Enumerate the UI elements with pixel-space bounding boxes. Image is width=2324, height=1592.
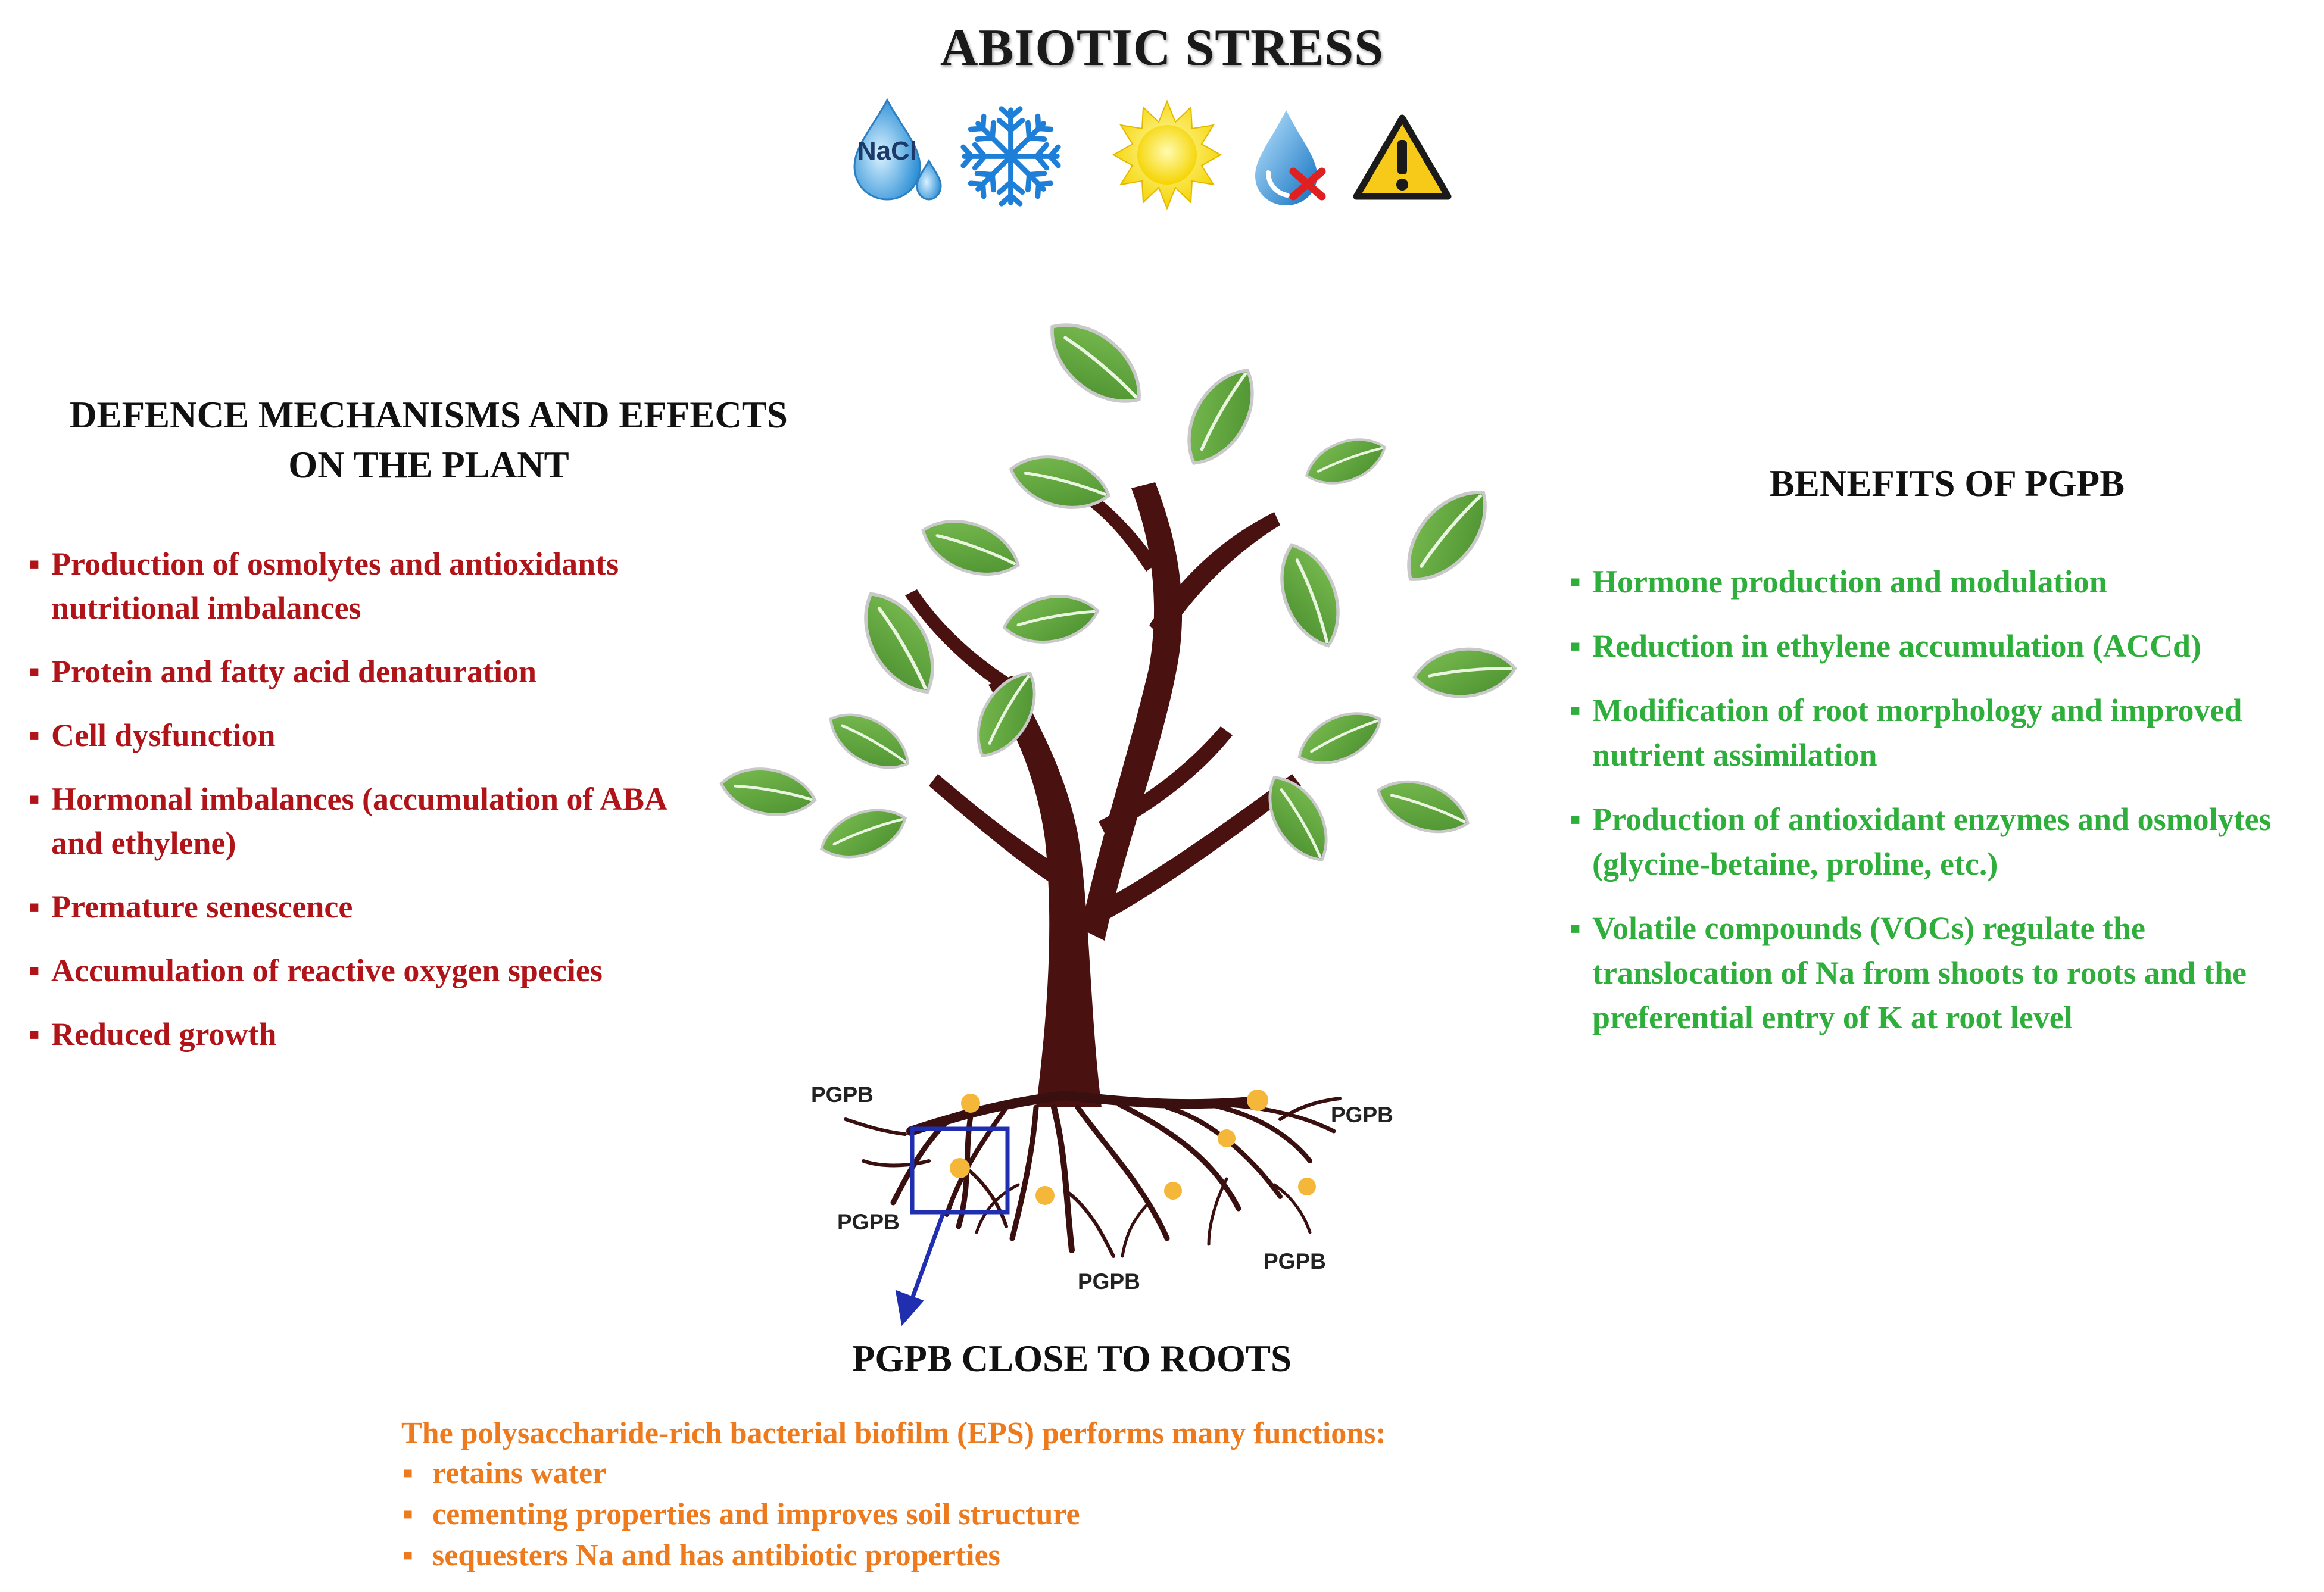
list-item: Protein and fatty acid denaturation: [29, 650, 707, 694]
pgpb-label: PGPB: [1331, 1103, 1393, 1127]
list-item: cementing properties and improves soil s…: [403, 1494, 1355, 1535]
list-item: Cell dysfunction: [29, 713, 707, 757]
bacteria-dot: [1247, 1090, 1268, 1111]
bacteria-dot: [1035, 1186, 1055, 1205]
list-item: Accumulation of reactive oxygen species: [29, 948, 707, 992]
bacteria-dot: [1218, 1129, 1236, 1147]
pgpb-label: PGPB: [837, 1210, 900, 1234]
eps-intro: The polysaccharide-rich bacterial biofil…: [401, 1416, 1386, 1450]
pgpb-label: PGPB: [1078, 1269, 1140, 1294]
nacl-label: NaCl: [857, 136, 917, 166]
bacteria-dot: [961, 1094, 980, 1113]
bacteria-dot: [1298, 1178, 1316, 1195]
salt-drop-icon: NaCl: [853, 98, 942, 201]
pgpb-label: PGPB: [811, 1082, 874, 1107]
list-item: Premature senescence: [29, 885, 707, 929]
pgpb-label: PGPB: [1264, 1249, 1326, 1273]
tree-illustration: [685, 274, 1548, 1326]
list-item: Hormonal imbalances (accumulation of ABA…: [29, 777, 707, 865]
bacteria-dot: [950, 1158, 970, 1178]
list-item: sequesters Na and has antibiotic propert…: [403, 1535, 1355, 1576]
highlight-box: [910, 1126, 1010, 1215]
defence-heading-line1: DEFENCE MECHANISMS AND EFFECTS: [70, 394, 788, 436]
benefits-list: Hormone production and modulation Reduct…: [1570, 560, 2314, 1060]
warning-icon: [1353, 114, 1452, 200]
page-title: ABIOTIC STRESS: [940, 19, 1384, 77]
arrow-icon: [895, 1210, 946, 1326]
list-item: retains water: [403, 1453, 1355, 1494]
roots-heading: PGPB CLOSE TO ROOTS: [851, 1338, 1292, 1379]
list-item: Reduced growth: [29, 1012, 707, 1056]
no-water-drop-icon: [1255, 110, 1326, 205]
list-item: Reduction in ethylene accumulation (ACCd…: [1570, 624, 2314, 669]
list-item: Production of osmolytes and antioxidants…: [29, 542, 707, 630]
sun-icon: [1112, 99, 1222, 210]
benefits-heading: BENEFITS OF PGPB: [1769, 463, 2125, 504]
list-item: Volatile compounds (VOCs) regulate the t…: [1570, 906, 2314, 1040]
defence-list: Production of osmolytes and antioxidants…: [29, 542, 707, 1076]
eps-list: retains water cementing properties and i…: [403, 1453, 1355, 1576]
defence-heading: DEFENCE MECHANISMS AND EFFECTS ON THE PL…: [24, 390, 834, 490]
bacteria-dot: [1164, 1182, 1182, 1200]
list-item: Hormone production and modulation: [1570, 560, 2314, 604]
list-item: Modification of root morphology and impr…: [1570, 688, 2314, 778]
snowflake-icon: [959, 106, 1063, 208]
list-item: Production of antioxidant enzymes and os…: [1570, 797, 2314, 886]
defence-heading-line2: ON THE PLANT: [288, 444, 569, 486]
